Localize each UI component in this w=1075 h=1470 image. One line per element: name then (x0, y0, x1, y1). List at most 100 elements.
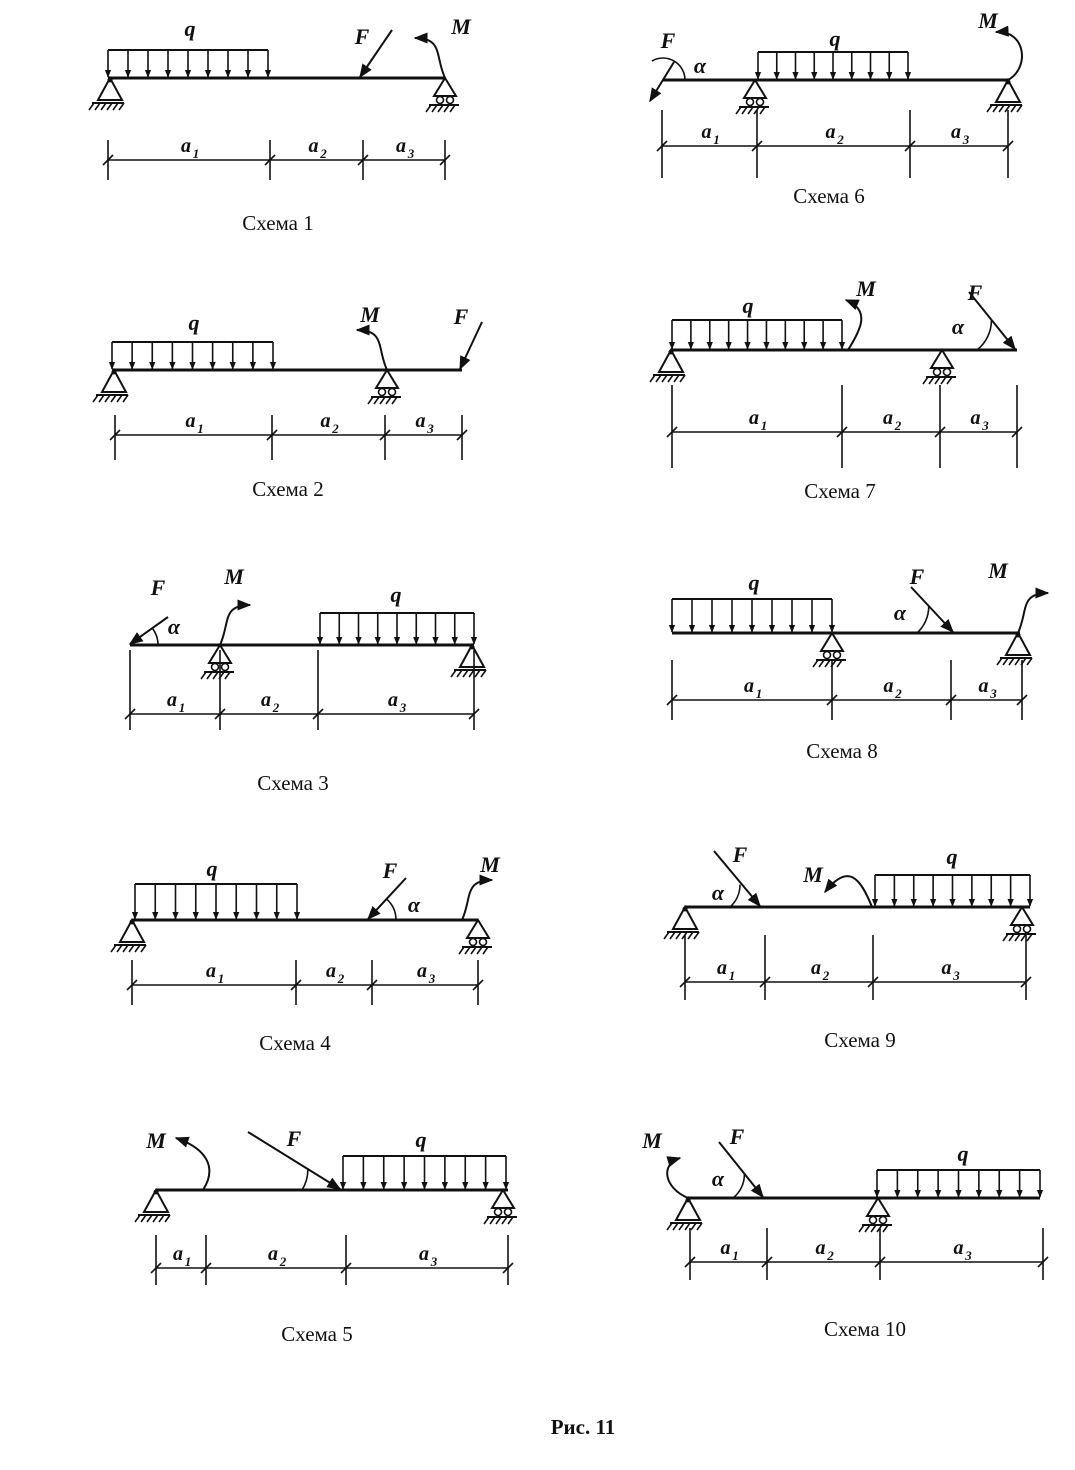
angle-arc (729, 884, 741, 908)
moment-label: M (450, 14, 472, 39)
hatch-stroke (385, 396, 392, 405)
hatch-stroke (836, 659, 843, 668)
hatch-stroke (693, 931, 700, 940)
angle-arc (386, 898, 397, 921)
force-label: F (732, 842, 748, 867)
load-label: q (207, 856, 218, 881)
roller-wheel (493, 1207, 503, 1217)
hatch-stroke (140, 944, 147, 953)
dim-tick (679, 976, 691, 988)
support-pin (682, 906, 688, 912)
support-triangle (742, 78, 768, 99)
pin-support (92, 367, 129, 403)
dim-tick (1016, 694, 1028, 706)
hatch-stroke (449, 104, 456, 113)
roller-wheel (445, 95, 455, 105)
dim-tick (312, 708, 324, 720)
dim-tick (126, 979, 138, 991)
span-letter: a (971, 407, 981, 429)
span-subscript: 3 (981, 418, 989, 433)
roller-wheel (878, 1215, 888, 1225)
hatch-stroke (672, 1222, 679, 1231)
hatch-stroke (464, 946, 471, 955)
hatch-stroke (667, 374, 674, 383)
scheme-caption: Схема 5 (281, 1322, 353, 1346)
ground-hatch (986, 104, 1023, 113)
span-letter: a (717, 957, 727, 979)
span-subscript: 3 (428, 971, 436, 986)
hatch-stroke (986, 104, 993, 113)
force-arrow (649, 61, 675, 103)
angle-label: α (408, 892, 421, 917)
span-subscript: 2 (894, 418, 902, 433)
angle-label: α (712, 880, 725, 905)
span-letter: a (702, 121, 712, 143)
dim-tick (379, 429, 391, 441)
roller-wheel (377, 387, 387, 397)
moment-label: M (855, 276, 877, 301)
dim-tick (200, 1262, 212, 1274)
hatch-stroke (696, 1222, 703, 1231)
hatch-stroke (470, 946, 477, 955)
hatch-stroke (206, 671, 213, 680)
ground-hatch (458, 946, 492, 955)
span-letter: a (416, 410, 426, 432)
span-subscript: 1 (761, 418, 768, 433)
pin-support (110, 917, 147, 953)
roller-wheel (932, 367, 942, 377)
span-letter: a (261, 689, 271, 711)
figure-caption: Рис. 11 (551, 1415, 616, 1439)
distributed-load (339, 1155, 510, 1190)
support-triangle (819, 631, 845, 652)
hatch-stroke (495, 1216, 502, 1225)
support-triangle (865, 1196, 891, 1217)
hatch-stroke (134, 944, 141, 953)
support-triangle (657, 347, 685, 373)
roller-support (367, 368, 401, 405)
ground-hatch (92, 394, 129, 403)
ground-hatch (1002, 933, 1036, 942)
span-letter: a (309, 135, 319, 157)
moment-arrow (461, 874, 494, 921)
hatch-stroke (858, 1224, 865, 1233)
hatch-stroke (456, 669, 463, 678)
angle-label: α (952, 314, 965, 339)
span-letter: a (321, 410, 331, 432)
hatch-stroke (94, 102, 101, 111)
hatch-stroke (684, 1222, 691, 1231)
hatch-stroke (655, 374, 662, 383)
ground-hatch (858, 1224, 892, 1233)
hatch-stroke (1020, 933, 1027, 942)
pin-support (986, 77, 1023, 113)
distributed-load (668, 319, 846, 350)
span-letter: a (826, 121, 836, 143)
hatch-stroke (122, 394, 129, 403)
span-subscript: 1 (713, 132, 720, 147)
hatch-stroke (946, 376, 953, 385)
hatch-stroke (212, 671, 219, 680)
moment-label: M (802, 862, 824, 887)
support-triangle (994, 77, 1022, 103)
span-subscript: 2 (822, 968, 830, 983)
hatch-stroke (474, 669, 481, 678)
span-letter: a (744, 675, 754, 697)
force-label: F (909, 564, 925, 589)
hatch-stroke (1008, 657, 1015, 666)
span-letter: a (417, 960, 427, 982)
hatch-stroke (367, 396, 374, 405)
span-subscript: 1 (756, 686, 763, 701)
load-label: q (185, 16, 196, 41)
span-subscript: 1 (197, 421, 204, 436)
span-letter: a (942, 957, 952, 979)
support-pin (1015, 632, 1021, 638)
